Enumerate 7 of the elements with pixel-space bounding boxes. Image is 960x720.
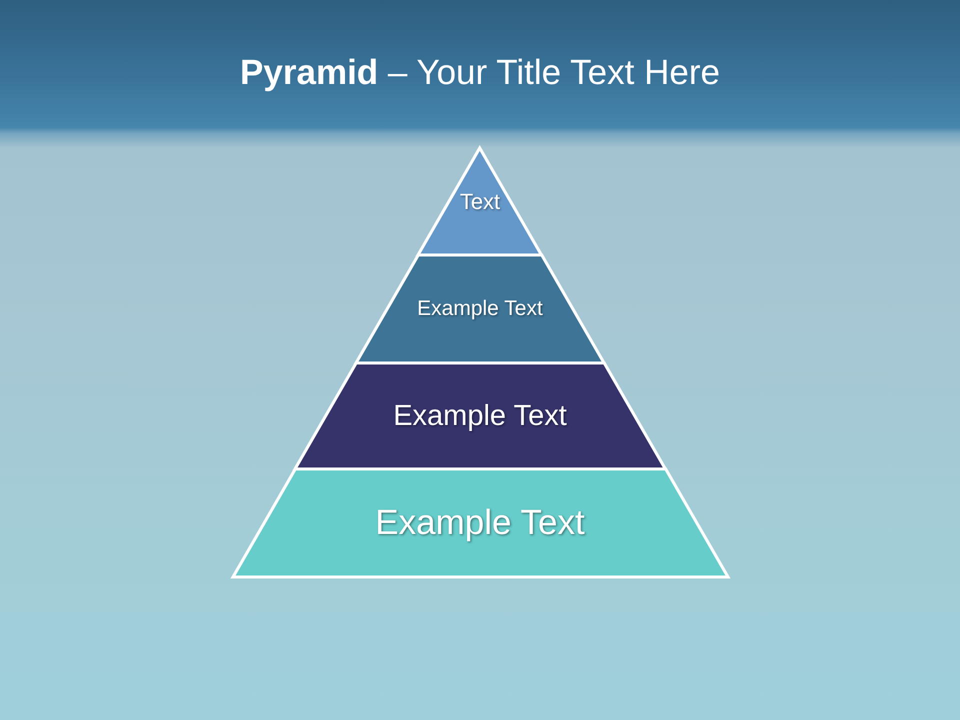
tier-label: Example Text xyxy=(392,399,568,434)
slide-title: Pyramid – Your Title Text Here xyxy=(240,52,720,94)
pyramid-tier xyxy=(294,363,666,469)
tier-label: Example Text xyxy=(374,502,586,544)
tier-label: Example Text xyxy=(416,296,544,322)
pyramid-tier xyxy=(356,255,604,363)
tier-label: Text xyxy=(458,188,502,216)
